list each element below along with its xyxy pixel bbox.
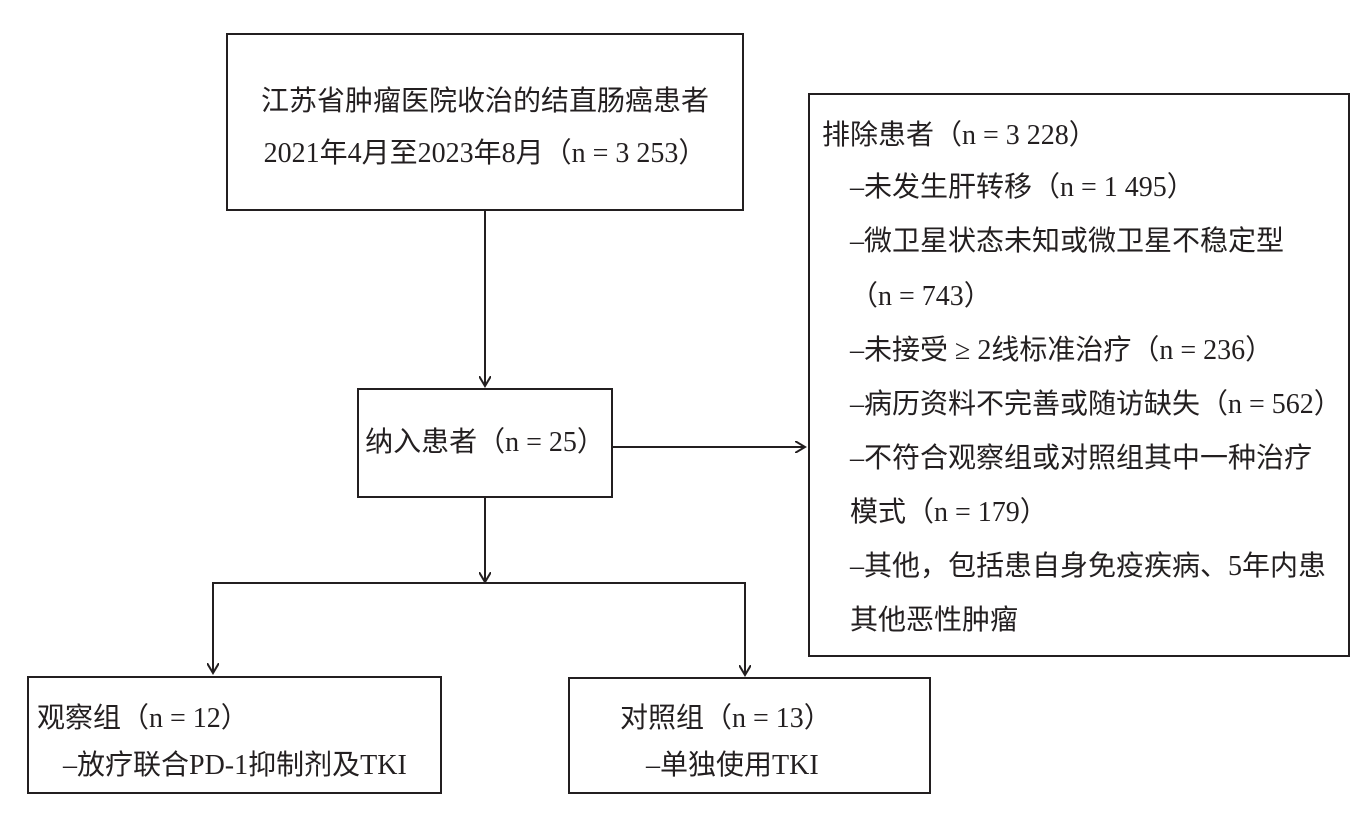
control-title: 对照组（n = 13） bbox=[620, 703, 832, 734]
control-group-box: 对照组（n = 13） –单独使用TKI bbox=[568, 677, 931, 794]
control-detail: –单独使用TKI bbox=[646, 750, 819, 781]
excluded-item: –未接受 ≥ 2线标准治疗（n = 236） bbox=[850, 335, 1274, 366]
observation-detail: –放疗联合PD-1抑制剂及TKI bbox=[63, 750, 407, 781]
excluded-item: –不符合观察组或对照组其中一种治疗 bbox=[850, 443, 1313, 474]
source-line-2: 2021年4月至2023年8月（n = 3 253） bbox=[263, 138, 707, 169]
source-line-1: 江苏省肿瘤医院收治的结直肠癌患者 bbox=[260, 86, 709, 117]
included-label: 纳入患者（n = 25） bbox=[365, 427, 605, 458]
excluded-item: 其他恶性肿瘤 bbox=[850, 605, 1019, 636]
observation-group-box: 观察组（n = 12） –放疗联合PD-1抑制剂及TKI bbox=[27, 676, 442, 794]
excluded-item: （n = 743） bbox=[850, 281, 992, 312]
excluded-item: –未发生肝转移（n = 1 495） bbox=[850, 172, 1195, 203]
excluded-item: –微卫星状态未知或微卫星不稳定型 bbox=[850, 226, 1285, 257]
excluded-box: 排除患者（n = 3 228） –未发生肝转移（n = 1 495） –微卫星状… bbox=[808, 93, 1350, 657]
included-box: 纳入患者（n = 25） bbox=[357, 388, 613, 498]
excluded-item: –其他，包括患自身免疫疾病、5年内患 bbox=[850, 551, 1327, 582]
excluded-item: –病历资料不完善或随访缺失（n = 562） bbox=[850, 389, 1342, 420]
observation-title: 观察组（n = 12） bbox=[37, 703, 249, 734]
source-box: 江苏省肿瘤医院收治的结直肠癌患者 2021年4月至2023年8月（n = 3 2… bbox=[226, 33, 744, 211]
excluded-title: 排除患者（n = 3 228） bbox=[822, 120, 1097, 151]
excluded-item: 模式（n = 179） bbox=[850, 497, 1048, 528]
